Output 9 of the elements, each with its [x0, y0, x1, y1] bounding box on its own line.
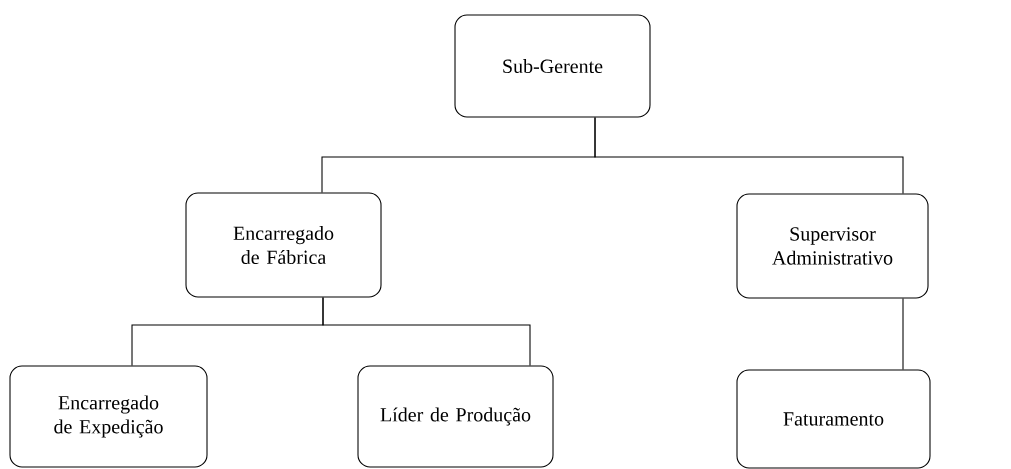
connector-line — [594, 117, 904, 194]
connector-line — [322, 297, 531, 366]
org-box: Supervisor Administrativo — [736, 193, 929, 299]
org-box: Faturamento — [736, 369, 931, 469]
org-box: Líder de Produção — [357, 365, 554, 468]
org-box: Encarregado de Expedição — [9, 365, 208, 468]
connector-line — [902, 298, 904, 370]
org-box: Sub-Gerente — [454, 14, 651, 118]
org-box: Encarregado de Fábrica — [185, 192, 382, 298]
